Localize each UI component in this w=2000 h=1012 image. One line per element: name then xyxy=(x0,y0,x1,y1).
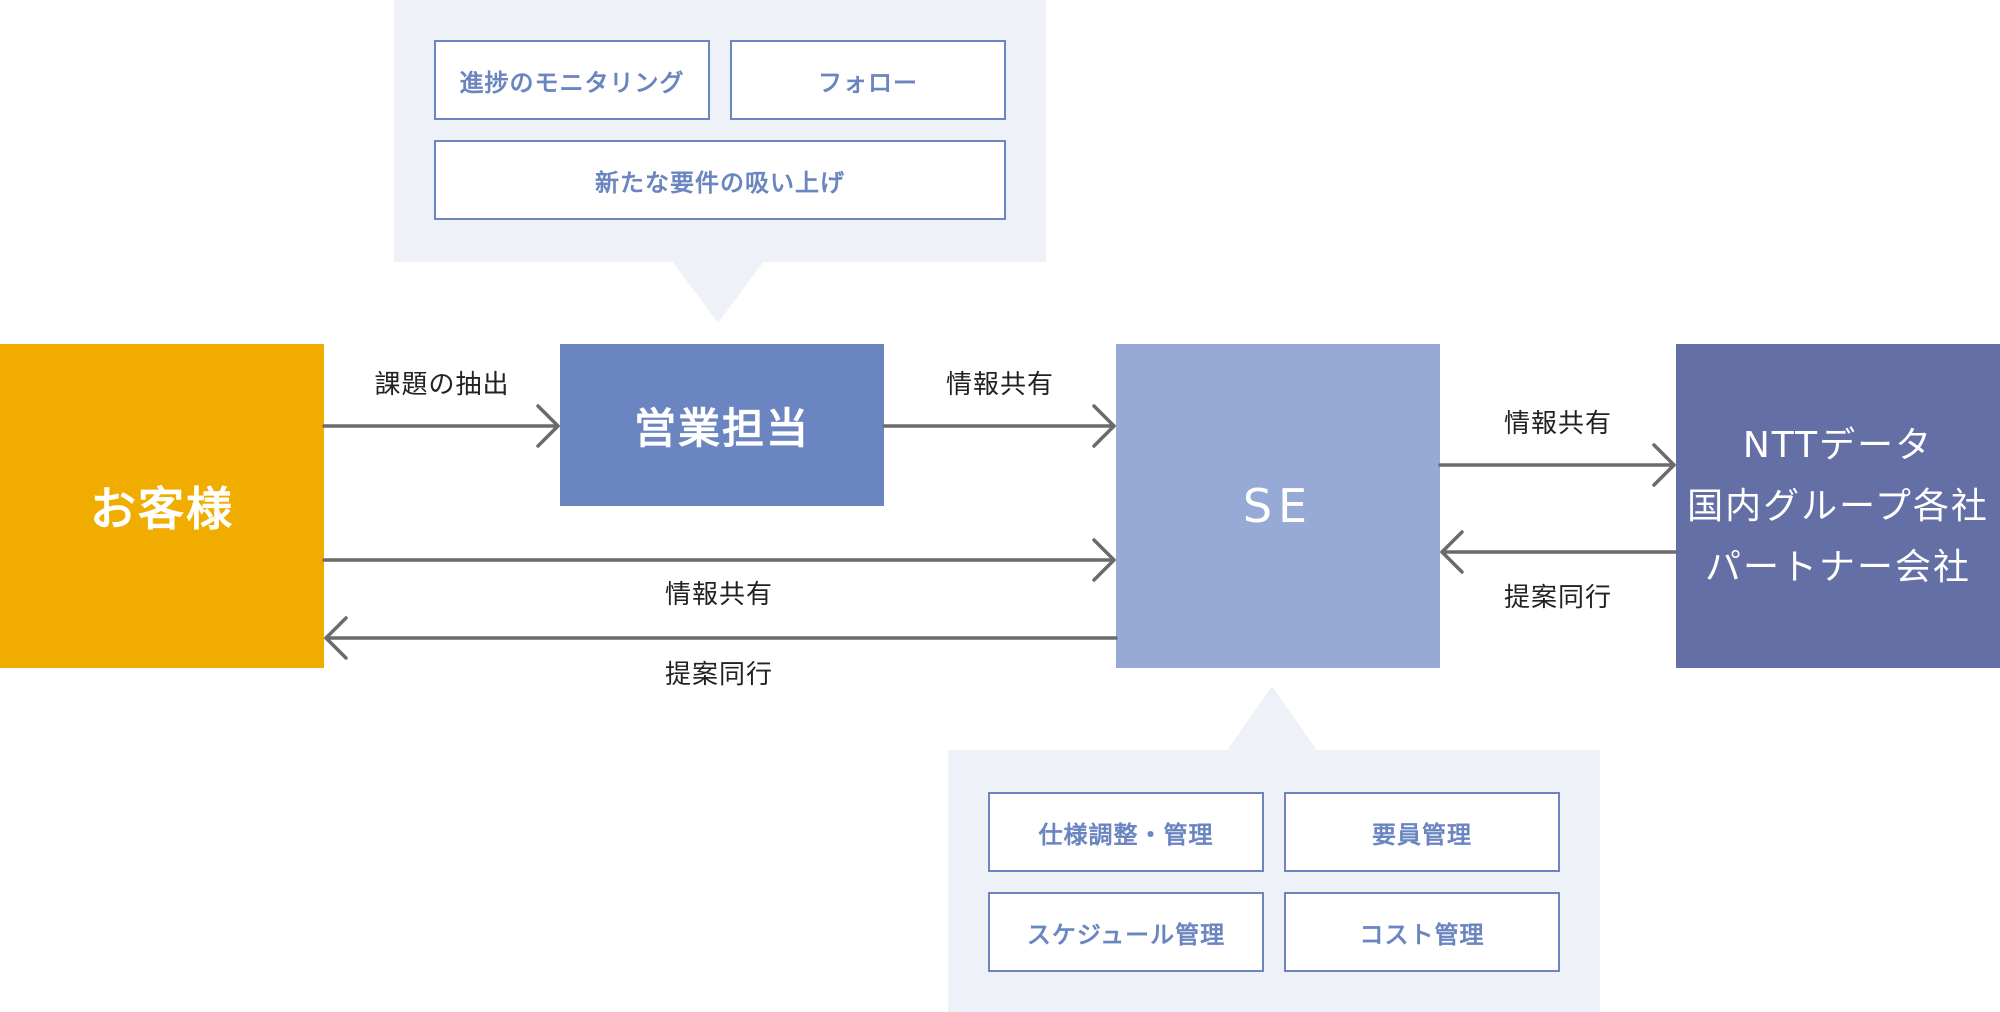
edge-label-customer-to-se: 情報共有 xyxy=(664,580,773,610)
arrow-se-to-partners xyxy=(1438,443,1676,487)
node-partners: NTTデータ 国内グループ各社 パートナー会社 xyxy=(1676,344,2000,668)
edge-label-customer-to-sales: 課題の抽出 xyxy=(374,370,510,400)
sales-task-new-requirements: 新たな要件の吸い上げ xyxy=(434,140,1006,220)
sales-task-progress-monitoring: 進捗のモニタリング xyxy=(434,40,710,120)
node-customer: お客様 xyxy=(0,344,324,668)
se-bubble-pointer xyxy=(1226,686,1318,752)
node-sales: 営業担当 xyxy=(560,344,884,506)
se-task-cost: コスト管理 xyxy=(1284,892,1560,972)
se-task-staffing: 要員管理 xyxy=(1284,792,1560,872)
arrow-customer-to-se xyxy=(322,538,1116,582)
node-partners-line-3: パートナー会社 xyxy=(1704,546,1971,588)
node-se-label: SE xyxy=(1242,479,1314,533)
arrow-se-to-customer xyxy=(324,616,1118,660)
edge-label-se-to-customer: 提案同行 xyxy=(664,660,773,690)
node-partners-line-1: NTTデータ xyxy=(1742,424,1934,466)
se-task-schedule: スケジュール管理 xyxy=(988,892,1264,972)
arrow-sales-to-se xyxy=(882,404,1116,448)
node-se: SE xyxy=(1116,344,1440,668)
arrow-customer-to-sales xyxy=(322,404,560,448)
node-customer-label: お客様 xyxy=(90,482,234,536)
arrow-partners-to-se xyxy=(1440,530,1678,574)
se-task-spec-coordination: 仕様調整・管理 xyxy=(988,792,1264,872)
edge-label-se-to-partners: 情報共有 xyxy=(1503,409,1612,439)
node-partners-line-2: 国内グループ各社 xyxy=(1687,485,1989,527)
sales-bubble-pointer xyxy=(672,261,764,323)
edge-label-sales-to-se: 情報共有 xyxy=(945,370,1054,400)
node-sales-label: 営業担当 xyxy=(633,403,810,453)
sales-task-follow-up: フォロー xyxy=(730,40,1006,120)
edge-label-partners-to-se: 提案同行 xyxy=(1503,583,1612,613)
